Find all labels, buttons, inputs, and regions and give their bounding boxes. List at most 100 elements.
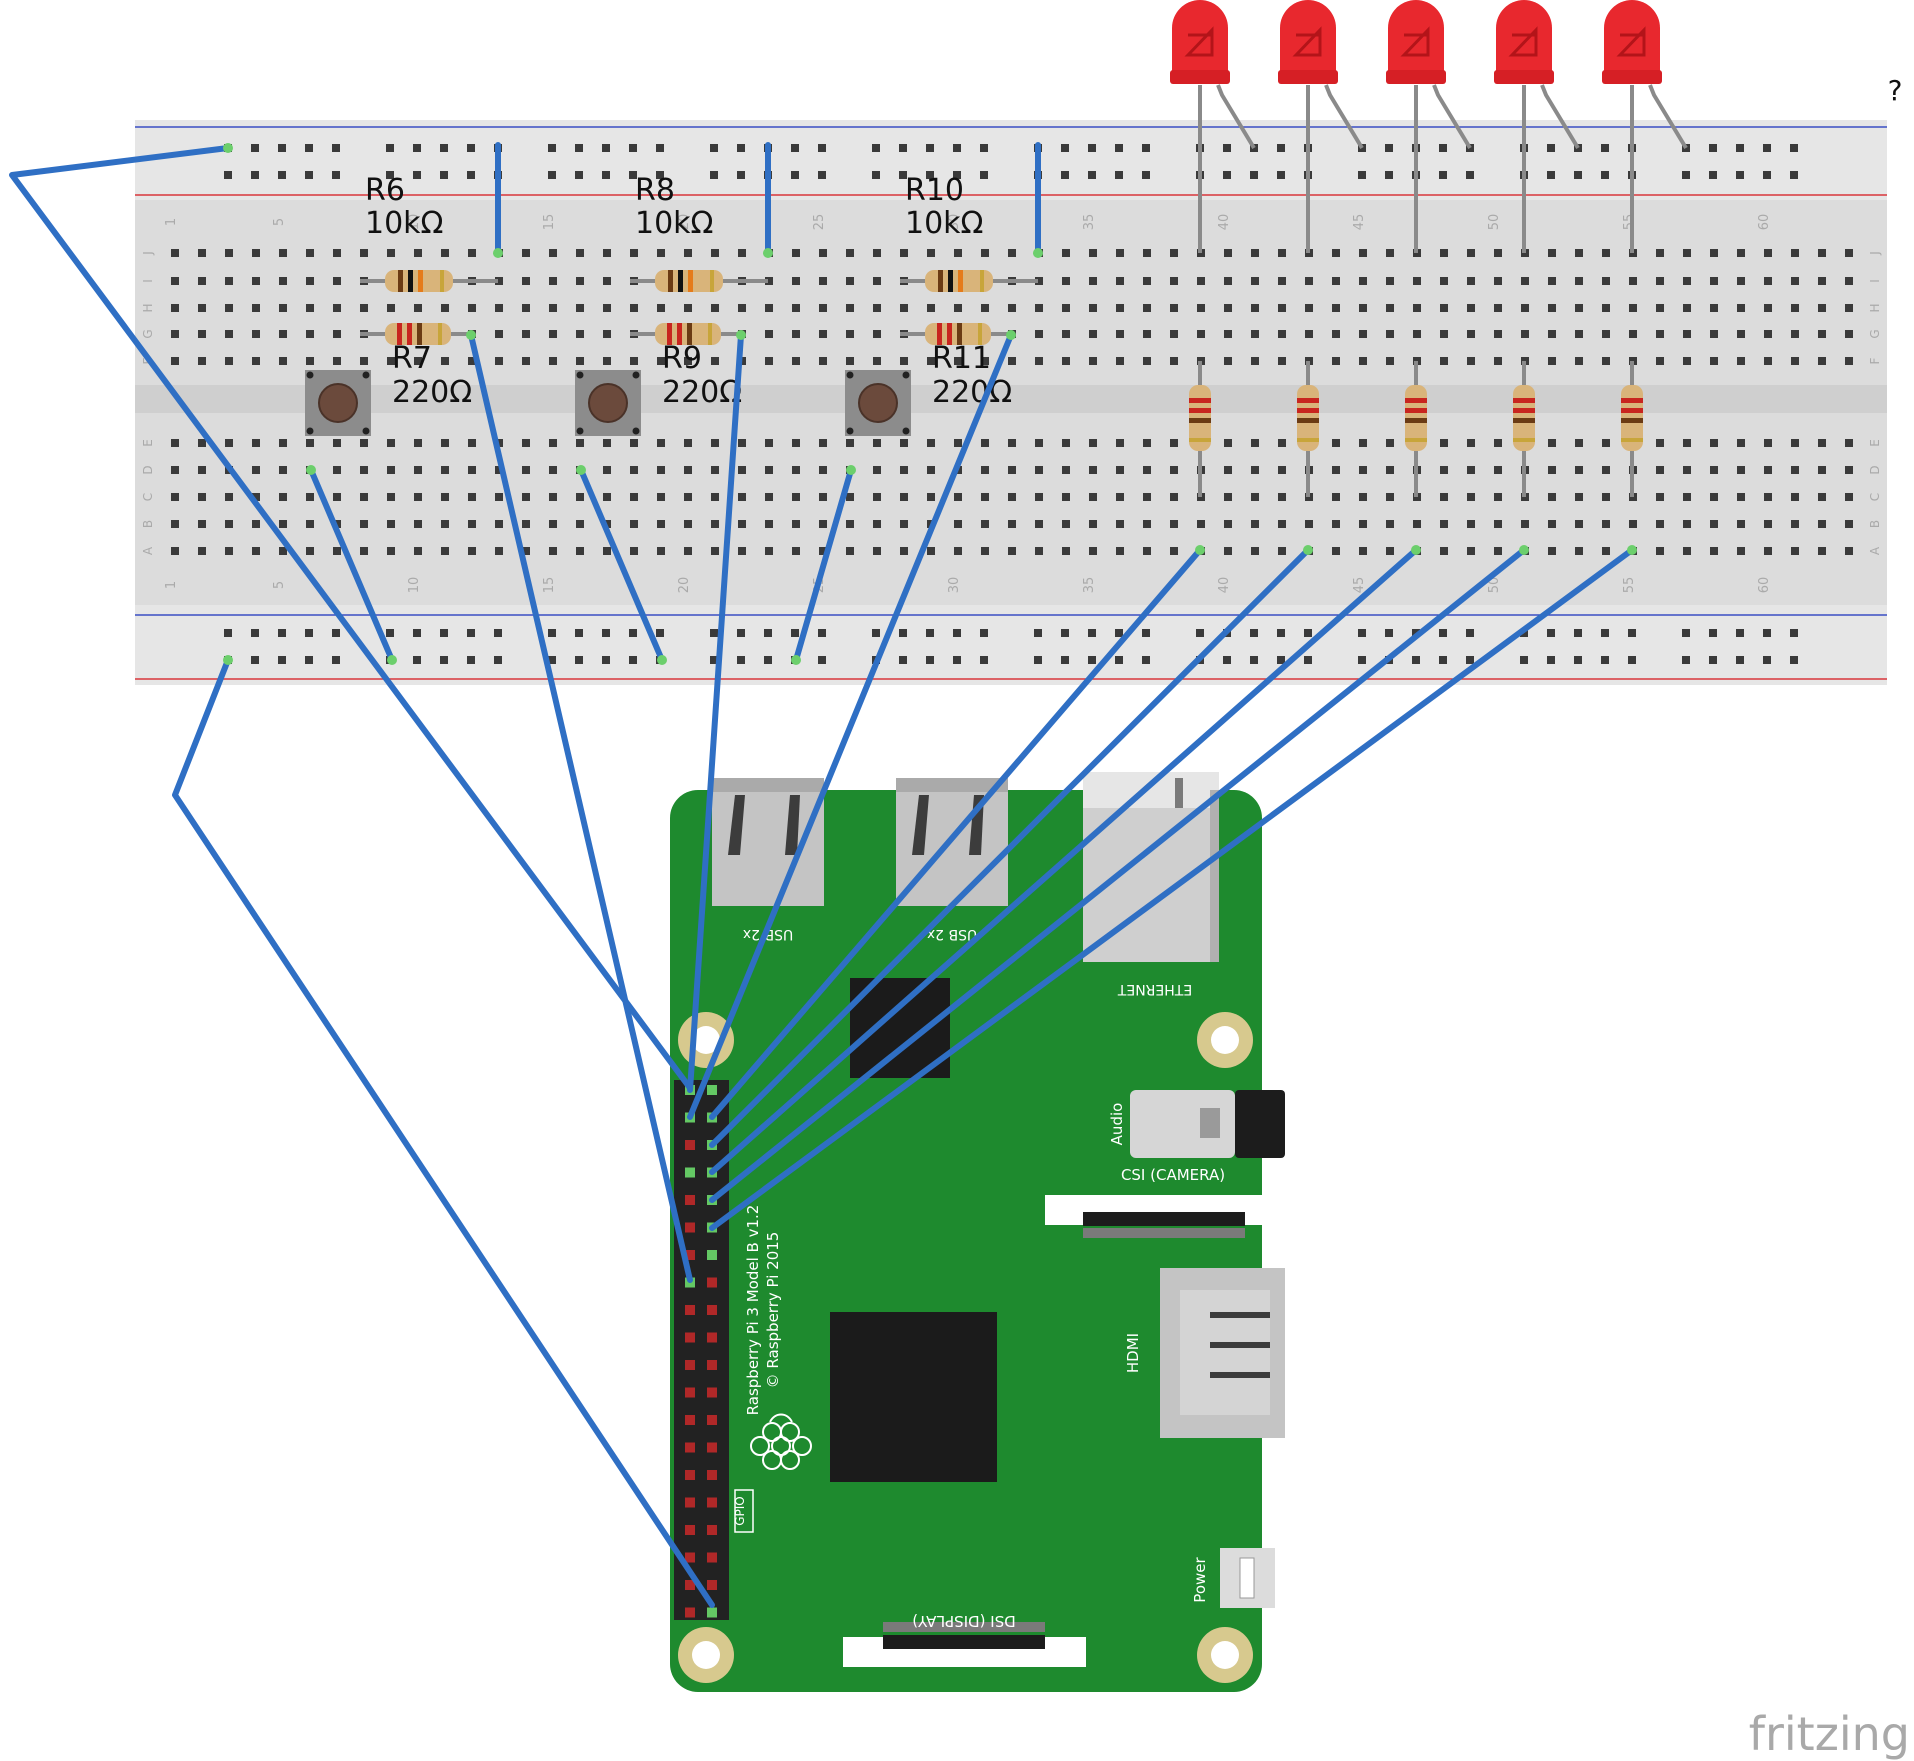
wire-button3-gpio (687, 332, 1014, 1120)
r10-value-label: 10kΩ (905, 206, 983, 241)
resistors-10k (360, 270, 1038, 292)
wire-button2-pulldown (578, 467, 665, 663)
gpio-pin (685, 1140, 695, 1150)
gpio-pin (707, 1360, 717, 1370)
column-number: 1 (164, 581, 179, 589)
column-number: 45 (1352, 214, 1367, 231)
model-label: Raspberry Pi 3 Model B v1.2 (744, 1205, 762, 1416)
gpio-pin (685, 1442, 695, 1453)
usb-port-left: USB 2x (712, 778, 824, 942)
row-letter: G (141, 329, 155, 338)
r8-name-label: R8 (635, 173, 675, 208)
wire-led5-gpio (709, 547, 1635, 1231)
resistor-r9 (630, 323, 740, 345)
row-letter: A (141, 546, 155, 555)
row-letter: A (1868, 546, 1882, 555)
r7-name-label: R7 (392, 341, 432, 376)
column-number: 60 (1757, 214, 1772, 231)
column-number: 55 (1622, 214, 1637, 231)
resistor-r6 (360, 270, 498, 292)
resistor-r7 (360, 323, 470, 345)
gpio-pin (707, 1442, 717, 1453)
column-number: 35 (1082, 577, 1097, 594)
resistor-labels: R6 10kΩ R8 10kΩ R10 10kΩ R7 220Ω R9 220Ω… (365, 173, 1012, 410)
column-number: 1 (164, 218, 179, 226)
column-number: 5 (272, 218, 287, 226)
gpio-pin (707, 1525, 717, 1535)
row-letter: E (1868, 439, 1882, 447)
gpio-pin (707, 1470, 717, 1480)
gpio-pin (685, 1195, 695, 1205)
gpio-label-box: GPIO (733, 1489, 754, 1533)
raspberry-logo (750, 1413, 812, 1470)
resistor-r11 (900, 323, 1012, 345)
copyright-label: © Raspberry Pi 2015 (764, 1232, 782, 1389)
r6-name-label: R6 (365, 173, 405, 208)
gpio-pin (685, 1470, 695, 1480)
resistors-220 (360, 323, 1012, 345)
gpio-pin (685, 1387, 695, 1398)
column-number: 10 (407, 577, 422, 594)
led-2 (1278, 0, 1364, 253)
wire-led1-gpio (709, 547, 1203, 1120)
gpio-pin (707, 1277, 717, 1288)
column-number: 20 (677, 214, 692, 231)
column-number: 5 (272, 581, 287, 589)
column-number: 30 (947, 214, 962, 231)
column-number: 35 (1082, 214, 1097, 231)
row-letter: C (141, 493, 155, 501)
column-number: 30 (947, 577, 962, 594)
dsi-connector: DSI (DISPLAY) (843, 1612, 1086, 1667)
gpio-pin (707, 1580, 717, 1590)
wire-ends (223, 143, 1637, 665)
led-resistor-4 (1513, 361, 1535, 497)
column-number: 55 (1622, 577, 1637, 594)
usb-right-label: USB 2x (927, 926, 977, 942)
push-buttons (305, 370, 911, 436)
gpio-pin (685, 1607, 695, 1618)
row-letter: I (141, 279, 155, 283)
audio-jack: Audio (1108, 1090, 1285, 1158)
column-number: 20 (677, 577, 692, 594)
ethernet-port: ETHERNET (1083, 772, 1219, 997)
wire-gnd-to-bottom-rail (172, 657, 715, 1608)
gpio-pin (685, 1222, 695, 1233)
resistor-r10 (900, 270, 1038, 292)
power-port: Power (1191, 1548, 1275, 1608)
hdmi-port: HDMI (1124, 1268, 1285, 1438)
row-letter: I (1868, 279, 1882, 283)
r9-name-label: R9 (662, 341, 702, 376)
row-letter: G (1868, 329, 1882, 338)
gpio-pin (685, 1552, 695, 1563)
csi-label: CSI (CAMERA) (1121, 1166, 1225, 1184)
row-letter: D (141, 465, 155, 474)
row-letter: E (141, 439, 155, 447)
csi-connector: CSI (CAMERA) (1045, 1166, 1265, 1238)
row-letter: C (1868, 493, 1882, 501)
column-numbers: 1155101015152020252530303535404045455050… (164, 214, 1772, 594)
wire-button1-gpio (468, 332, 693, 1283)
column-number: 10 (407, 214, 422, 231)
push-button-1 (305, 370, 371, 436)
gpio-pin (685, 1415, 695, 1425)
row-letter: H (1868, 303, 1882, 312)
gpio-pin (685, 1525, 695, 1535)
column-number: 45 (1352, 577, 1367, 594)
r8-value-label: 10kΩ (635, 206, 713, 241)
column-number: 15 (542, 214, 557, 231)
row-letter: D (1868, 465, 1882, 474)
gpio-pin (707, 1250, 717, 1260)
row-letter: B (141, 520, 155, 528)
led-resistor-5 (1621, 361, 1643, 497)
gpio-pin (685, 1332, 695, 1343)
row-letter: B (1868, 520, 1882, 528)
row-letter: J (1868, 251, 1882, 256)
audio-label: Audio (1108, 1103, 1126, 1146)
gpio-pin (685, 1250, 695, 1260)
gpio-pin (685, 1360, 695, 1370)
gpio-pin (707, 1415, 717, 1425)
corner-question-mark: ? (1888, 74, 1903, 107)
wire-3v3-to-top-rail (9, 145, 693, 1091)
push-button-2 (575, 370, 641, 436)
